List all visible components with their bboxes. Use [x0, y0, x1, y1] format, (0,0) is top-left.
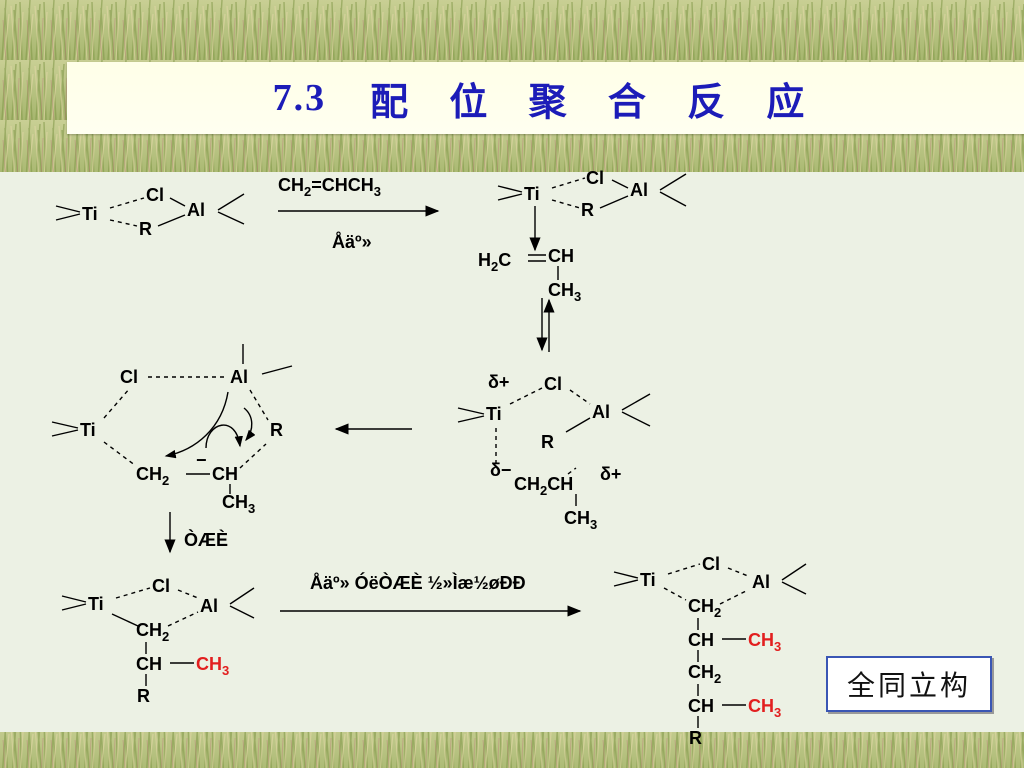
title-number: 7.3	[272, 77, 327, 119]
cl-label: Cl	[586, 168, 604, 188]
step-final-label: Åäº» ÓëÒÆÈ ½»Ìæ½øÐÐ	[310, 572, 526, 593]
delta-plus-label-2: δ+	[600, 464, 621, 484]
reaction-arrow-down: ÒÆÈ	[164, 512, 228, 554]
ch3-label-red: CH3	[196, 654, 229, 678]
h2c-label: H2C	[478, 250, 511, 274]
polarized-complex: δ+ Ti Cl Al R δ− CH2CH δ+ CH3	[457, 372, 651, 532]
r-label: R	[137, 686, 150, 706]
r-label: R	[270, 420, 283, 440]
ti-label: Ti	[82, 204, 98, 224]
ch2ch-label: CH2CH	[514, 474, 573, 498]
al-label: Al	[592, 402, 610, 422]
ch-label: CH	[548, 246, 574, 266]
step1-label: Åäº»	[332, 232, 372, 252]
delta-plus-label: δ+	[488, 372, 509, 392]
ti-label: Ti	[88, 594, 104, 614]
ti-label: Ti	[80, 420, 96, 440]
ch-label: CH	[212, 464, 238, 484]
cl-label: Cl	[544, 374, 562, 394]
r-label: R	[689, 728, 702, 748]
al-label: Al	[230, 367, 248, 387]
cl-label: Cl	[152, 576, 170, 596]
cl-label: Cl	[120, 367, 138, 387]
ch3-label: CH3	[222, 492, 255, 516]
delta-minus-label: δ−	[490, 460, 511, 480]
reaction-arrow-coordination: CH2=CHCH3 Åäº»	[278, 175, 440, 252]
al-label: Al	[752, 572, 770, 592]
ch2-label: CH2	[136, 464, 169, 488]
ch3-label-red: CH3	[748, 696, 781, 720]
ch2-label: CH2	[688, 596, 721, 620]
pi-complex: Ti Cl R Al H2C CH CH3	[478, 168, 687, 304]
r-label: R	[139, 219, 152, 239]
slide-title: 7.3 配 位 聚 合 反 应	[67, 62, 1024, 134]
title-text: 配 位 聚 合 反 应	[370, 78, 819, 124]
isotactic-tag: 全同立构	[826, 656, 992, 712]
al-label: Al	[630, 180, 648, 200]
ch3-label: CH3	[564, 508, 597, 532]
ch2-label: CH2	[688, 662, 721, 686]
r-label: R	[541, 432, 554, 452]
minus-label: −	[196, 450, 207, 470]
ch-label: CH	[688, 630, 714, 650]
isotactic-chain: Ti Cl Al CH2 CH CH3 CH2 CH CH3 R	[613, 554, 807, 748]
equilibrium-arrows	[536, 298, 555, 352]
step-down-label: ÒÆÈ	[184, 529, 228, 550]
ch-label: CH	[136, 654, 162, 674]
ch3-label: CH3	[548, 280, 581, 304]
ti-label: Ti	[640, 570, 656, 590]
inserted-complex: Ti Cl Al CH2 CH CH3 R	[61, 576, 255, 706]
cl-label: Cl	[146, 185, 164, 205]
ti-label: Ti	[486, 404, 502, 424]
r-label: R	[581, 200, 594, 220]
ch-label: CH	[688, 696, 714, 716]
cl-label: Cl	[702, 554, 720, 574]
ti-label: Ti	[524, 184, 540, 204]
reaction-arrow-propagation: Åäº» ÓëÒÆÈ ½»Ìæ½øÐÐ	[280, 572, 582, 617]
title-bar: 7.3 配 位 聚 合 反 应	[67, 62, 1024, 134]
ch3-label-red: CH3	[748, 630, 781, 654]
al-label: Al	[200, 596, 218, 616]
isotactic-tag-label: 全同立构	[846, 669, 971, 702]
catalyst-complex-1: Ti Cl R Al	[55, 185, 245, 239]
ch2-label: CH2	[136, 620, 169, 644]
al-label: Al	[187, 200, 205, 220]
monomer-label: CH2=CHCH3	[278, 175, 381, 199]
transition-state: Cl Al R Ti CH2 − CH CH3	[51, 344, 293, 516]
